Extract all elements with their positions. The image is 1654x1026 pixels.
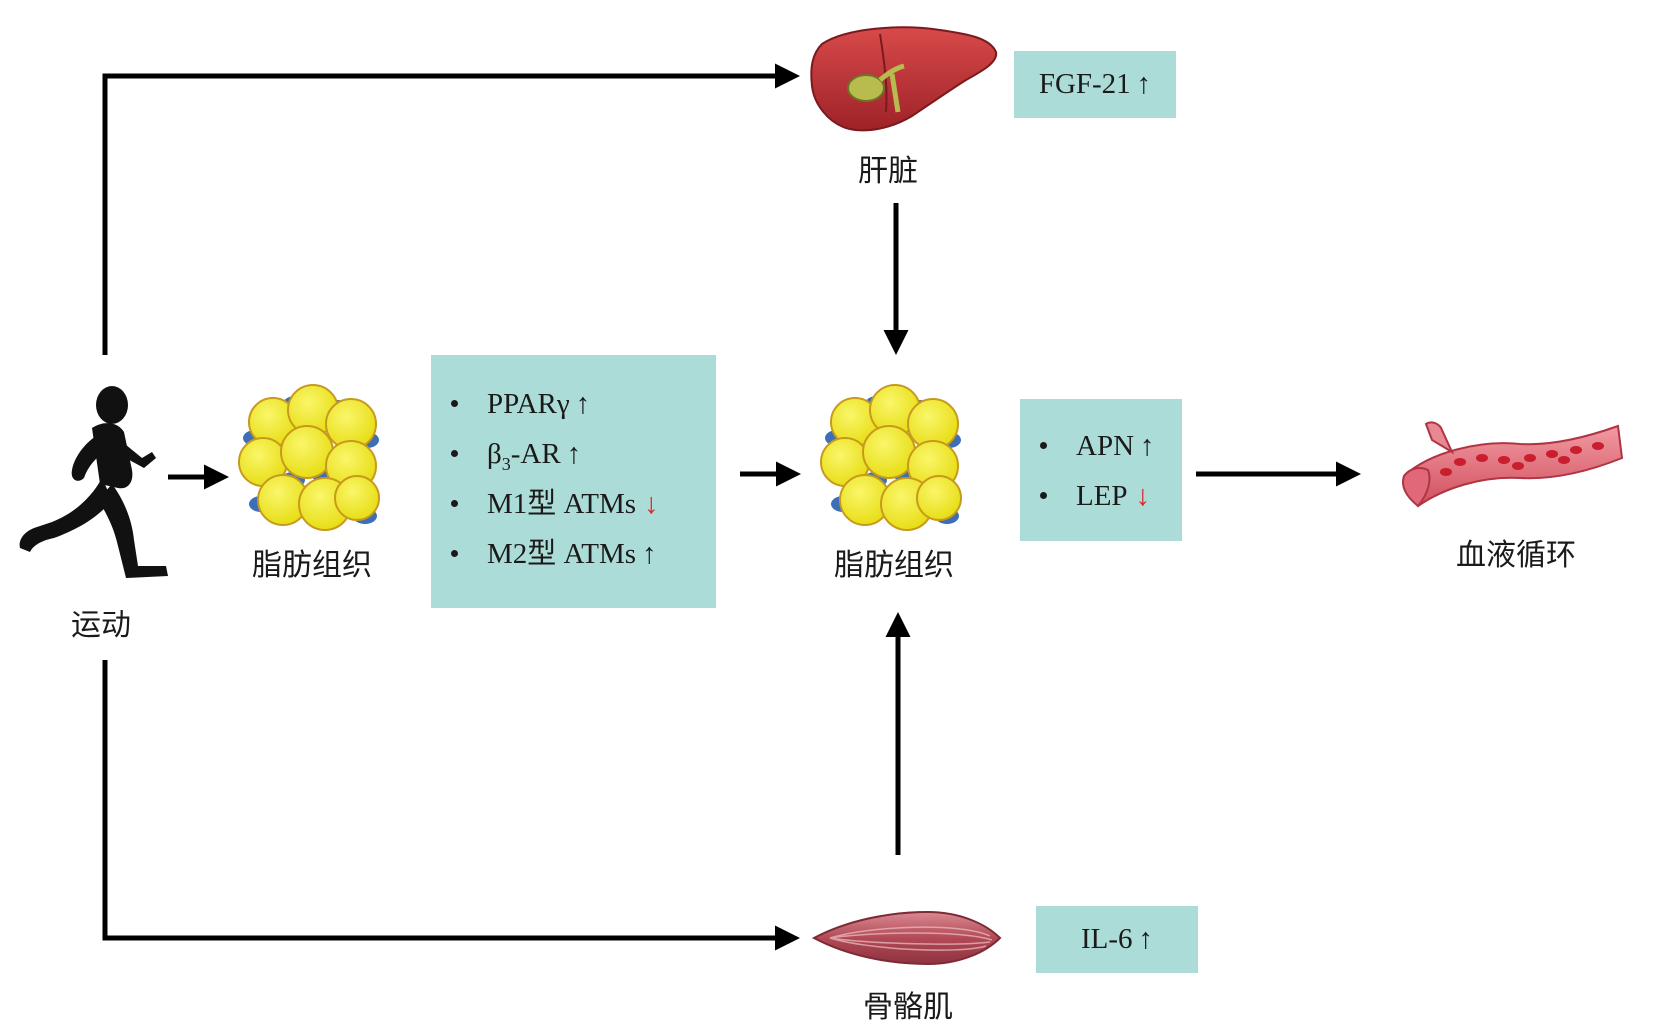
fat-cell xyxy=(334,475,380,521)
increase-arrow-icon: ↑ xyxy=(1136,68,1152,100)
increase-arrow-icon: ↑ xyxy=(575,388,591,420)
blood-vessel-icon xyxy=(1402,421,1624,508)
adipose-center-label: 脂肪组织 xyxy=(834,548,954,583)
fat-cell xyxy=(862,425,916,479)
fat-cell-cluster-icon xyxy=(820,384,962,531)
list-item: M1型 ATMs↓ xyxy=(431,479,716,529)
fat-cell xyxy=(916,475,962,521)
beta3-ar-label: β3-AR xyxy=(487,438,561,474)
apn-label: APN xyxy=(1076,430,1135,462)
m2-atms-label: M2型 ATMs xyxy=(487,538,637,570)
increase-arrow-icon: ↑ xyxy=(1140,430,1155,462)
lep-label: LEP xyxy=(1076,480,1128,512)
bullet-icon xyxy=(451,500,458,507)
list-item: PPARγ↑ xyxy=(431,379,716,429)
exercise-to-liver-arrow xyxy=(102,63,800,355)
decrease-arrow-icon: ↓ xyxy=(644,488,659,520)
liver-factor-box: FGF-21 ↑ xyxy=(1014,51,1176,118)
bullet-icon xyxy=(451,450,458,457)
exercise-to-muscle-arrow xyxy=(102,660,800,951)
red-blood-cell xyxy=(1524,454,1536,462)
ppar-gamma-label: PPARγ xyxy=(487,388,570,420)
fat-cell-cluster-icon xyxy=(238,384,380,531)
list-item: M2型 ATMs↑ xyxy=(431,529,716,579)
muscle-factor-name: IL-6 xyxy=(1080,923,1133,955)
red-blood-cell xyxy=(1558,456,1570,464)
exercise-label: 运动 xyxy=(71,608,131,643)
list-item: APN↑ xyxy=(1020,421,1182,471)
red-blood-cell xyxy=(1570,446,1582,454)
increase-arrow-icon: ↑ xyxy=(642,538,657,570)
liver-label: 肝脏 xyxy=(858,154,918,189)
adipose-left-label: 脂肪组织 xyxy=(252,548,372,583)
skeletal-muscle-icon xyxy=(811,910,1002,966)
red-blood-cell xyxy=(1440,468,1452,476)
liver-icon xyxy=(810,26,998,132)
fat-cell xyxy=(280,425,334,479)
red-blood-cell xyxy=(1512,462,1524,470)
red-blood-cell xyxy=(1546,450,1558,458)
red-blood-cell xyxy=(1592,442,1604,450)
increase-arrow-icon: ↑ xyxy=(566,438,582,470)
m1-atms-label: M1型 ATMs xyxy=(487,488,637,520)
list-item: LEP↓ xyxy=(1020,471,1182,521)
bullet-icon xyxy=(451,550,458,557)
running-person-icon xyxy=(19,386,168,578)
liver-factor-name: FGF-21 xyxy=(1038,68,1131,100)
connectors xyxy=(102,63,1361,951)
red-blood-cell xyxy=(1454,458,1466,466)
list-item: β3-AR↑ xyxy=(431,429,716,479)
red-blood-cell xyxy=(1498,456,1510,464)
adipokines-box: APN↑ LEP↓ xyxy=(1020,399,1182,541)
blood-cells xyxy=(1440,442,1604,476)
decrease-arrow-icon: ↓ xyxy=(1135,480,1151,512)
muscle-label: 骨骼肌 xyxy=(863,990,953,1025)
bullet-icon xyxy=(1040,442,1047,449)
increase-arrow-icon: ↑ xyxy=(1138,923,1154,955)
blood-label: 血液循环 xyxy=(1456,538,1576,573)
red-blood-cell xyxy=(1476,454,1488,462)
muscle-factor-box: IL-6 ↑ xyxy=(1036,906,1198,973)
bullet-icon xyxy=(1040,492,1047,499)
bullet-icon xyxy=(451,400,458,407)
adipose-changes-box: PPARγ↑ β3-AR↑ M1型 ATMs↓ M2型 ATMs↑ xyxy=(431,355,716,608)
